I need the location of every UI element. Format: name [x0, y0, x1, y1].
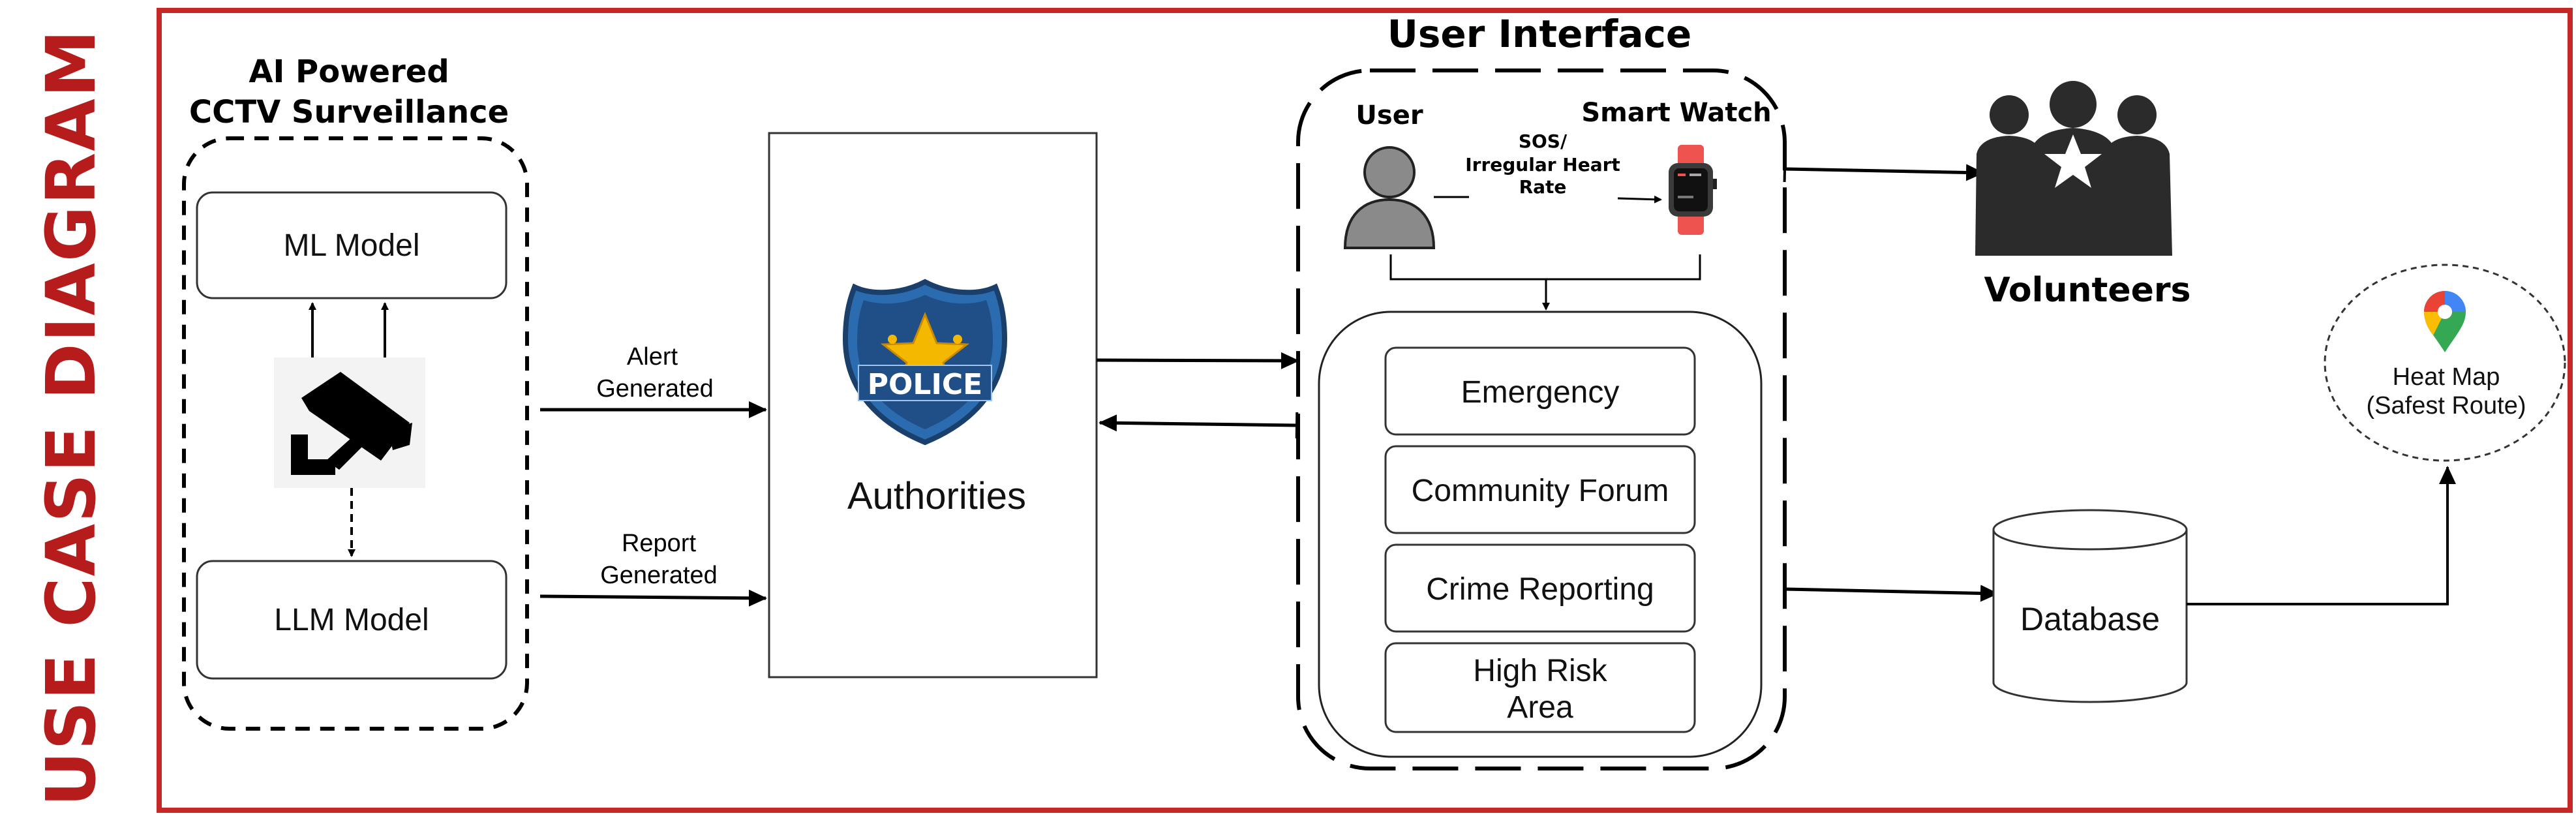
- heat-map-node: [2324, 264, 2566, 462]
- community-forum-label: Community Forum: [1412, 474, 1669, 508]
- database-label: Database: [2020, 601, 2160, 637]
- ui-to-authorities-arrow: [1099, 412, 1299, 439]
- database-to-heatmap-arrow: [2187, 466, 2456, 605]
- police-badge-text: POLICE: [868, 368, 982, 401]
- alert-label-line2: Generated: [596, 375, 714, 403]
- alert-label-line1: Alert: [627, 343, 678, 371]
- emergency-button[interactable]: [1384, 346, 1696, 436]
- volunteers-label: Volunteers: [1984, 271, 2191, 310]
- ui-to-volunteers-arrow: [1783, 155, 1984, 183]
- volunteers-star-icon: [2044, 134, 2102, 188]
- user-person-icon: [1343, 146, 1436, 249]
- ml-model-label: ML Model: [284, 228, 420, 263]
- user-label: User: [1356, 100, 1423, 130]
- cctv-camera-icon: [274, 358, 425, 488]
- report-label-line2: Generated: [600, 562, 718, 589]
- watch-label: Smart Watch: [1581, 98, 1771, 128]
- authorities-label: Authorities: [847, 475, 1026, 517]
- high-risk-label-line1: High Risk: [1473, 654, 1607, 688]
- side-title: USE CASE DIAGRAM: [31, 29, 111, 807]
- emergency-label: Emergency: [1461, 375, 1620, 410]
- ml-model-box: [196, 191, 508, 299]
- crime-reporting-label: Crime Reporting: [1426, 572, 1654, 607]
- map-pin-icon: [2424, 291, 2466, 352]
- authorities-to-ui-arrow: [1096, 352, 1299, 369]
- cctv-title-line1: AI Powered: [249, 53, 449, 90]
- sos-label-line1: SOS/: [1519, 130, 1568, 152]
- llm-model-label: LLM Model: [274, 603, 429, 637]
- police-badge-icon: POLICE: [842, 279, 1008, 446]
- heat-map-label-line1: Heat Map: [2393, 363, 2500, 391]
- community-forum-button[interactable]: [1384, 445, 1696, 534]
- smart-watch-icon: [1669, 145, 1717, 235]
- report-arrow: [539, 589, 767, 607]
- cctv-title-line2: CCTV Surveillance: [189, 94, 509, 130]
- high-risk-label-line2: Area: [1507, 690, 1573, 725]
- ui-title: User Interface: [1387, 12, 1691, 56]
- crime-reporting-button[interactable]: [1384, 543, 1696, 633]
- outer-frame: [157, 8, 2573, 813]
- volunteers-icon: [1975, 81, 2172, 256]
- user-to-watch-arrow: [1617, 195, 1662, 204]
- ui-boundary: [1296, 68, 1787, 770]
- user-watch-bracket: [1389, 254, 1701, 281]
- sos-label-line2: Irregular Heart: [1465, 154, 1620, 175]
- heat-map-label-line2: (Safest Route): [2367, 392, 2526, 419]
- database-icon: [1992, 509, 2188, 703]
- cctv-group-boundary: [182, 136, 529, 731]
- llm-model-box: [196, 560, 508, 680]
- sos-label-line3: Rate: [1519, 176, 1567, 198]
- report-label-line1: Report: [622, 530, 696, 557]
- ui-to-database-arrow: [1783, 575, 1999, 603]
- high-risk-area-button[interactable]: [1384, 642, 1696, 733]
